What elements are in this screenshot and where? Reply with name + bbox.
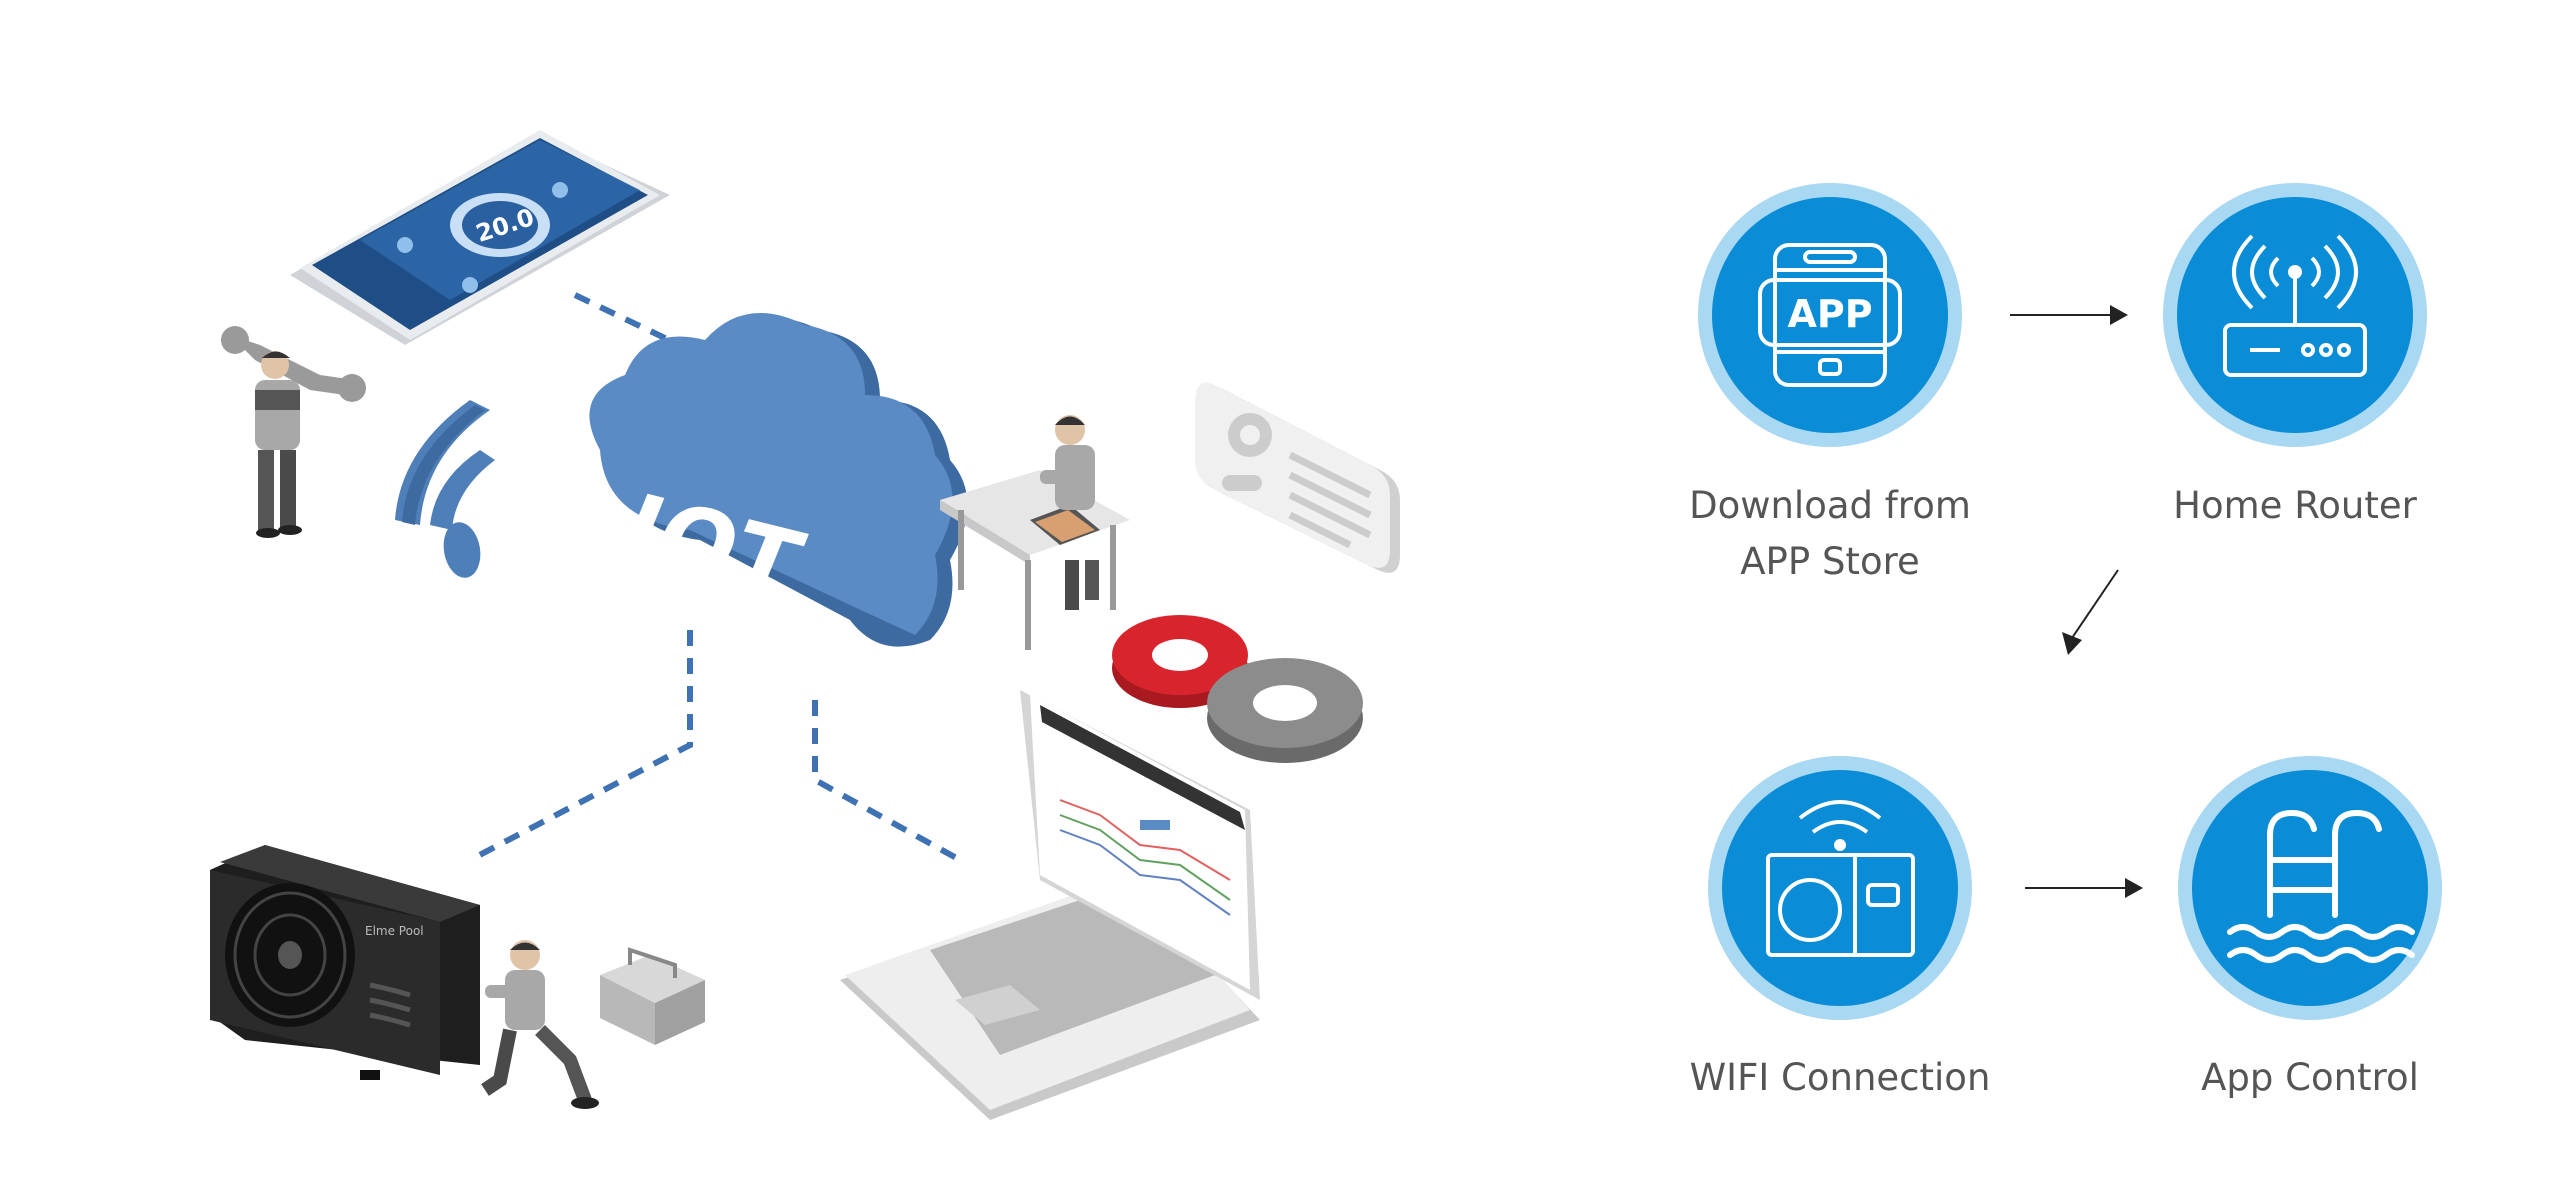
step-label-line: App Control	[2201, 1056, 2419, 1099]
arrow-step1-to-step2	[2010, 305, 2128, 325]
app-download-icon	[1758, 243, 1902, 387]
iot-illustration: 20.0 IOT	[210, 130, 1400, 1120]
smartphone-icon: 20.0	[290, 130, 670, 345]
laptop-icon	[840, 690, 1260, 1120]
arrow-step3-to-step4	[2025, 878, 2143, 898]
step-label-line: Download from	[1689, 484, 1971, 527]
wifi-symbol-icon	[395, 400, 495, 578]
step-label-line: Home Router	[2173, 484, 2417, 527]
step-label-wifi-connection: WIFI Connection	[1630, 1050, 2050, 1106]
step-label-download: Download from APP Store	[1620, 478, 2040, 590]
step-label-app-control: App Control	[2100, 1050, 2520, 1106]
iot-cloud-icon: IOT	[589, 313, 968, 647]
technician-with-wrench-icon	[221, 326, 366, 538]
step-home-router-circle	[2163, 183, 2427, 447]
pool-ladder-icon	[2227, 809, 2415, 963]
kneeling-technician-icon	[481, 940, 599, 1109]
step-label-home-router: Home Router	[2085, 478, 2505, 534]
heat-pump-brand-text: Elme Pool	[365, 924, 424, 938]
app-icon-text: APP	[1787, 292, 1872, 336]
router-icon	[2223, 234, 2367, 377]
step-label-line: APP Store	[1740, 540, 1920, 583]
wifi-heat-pump-icon	[1766, 800, 1915, 957]
heat-pump-icon: Elme Pool	[210, 845, 480, 1080]
step-app-download-circle: APP	[1698, 183, 1962, 447]
step-label-line: WIFI Connection	[1689, 1056, 1991, 1099]
person-at-desk-icon	[940, 415, 1130, 650]
arrow-step2-to-step3	[2062, 569, 2119, 655]
grey-gear-icon	[1207, 658, 1363, 763]
setup-flow-diagram: APP	[1698, 183, 2442, 1020]
step-wifi-connection-circle	[1708, 756, 1972, 1020]
toolbox-icon	[600, 947, 705, 1045]
step-app-control-circle	[2178, 756, 2442, 1020]
settings-panel-icon	[1195, 382, 1400, 573]
